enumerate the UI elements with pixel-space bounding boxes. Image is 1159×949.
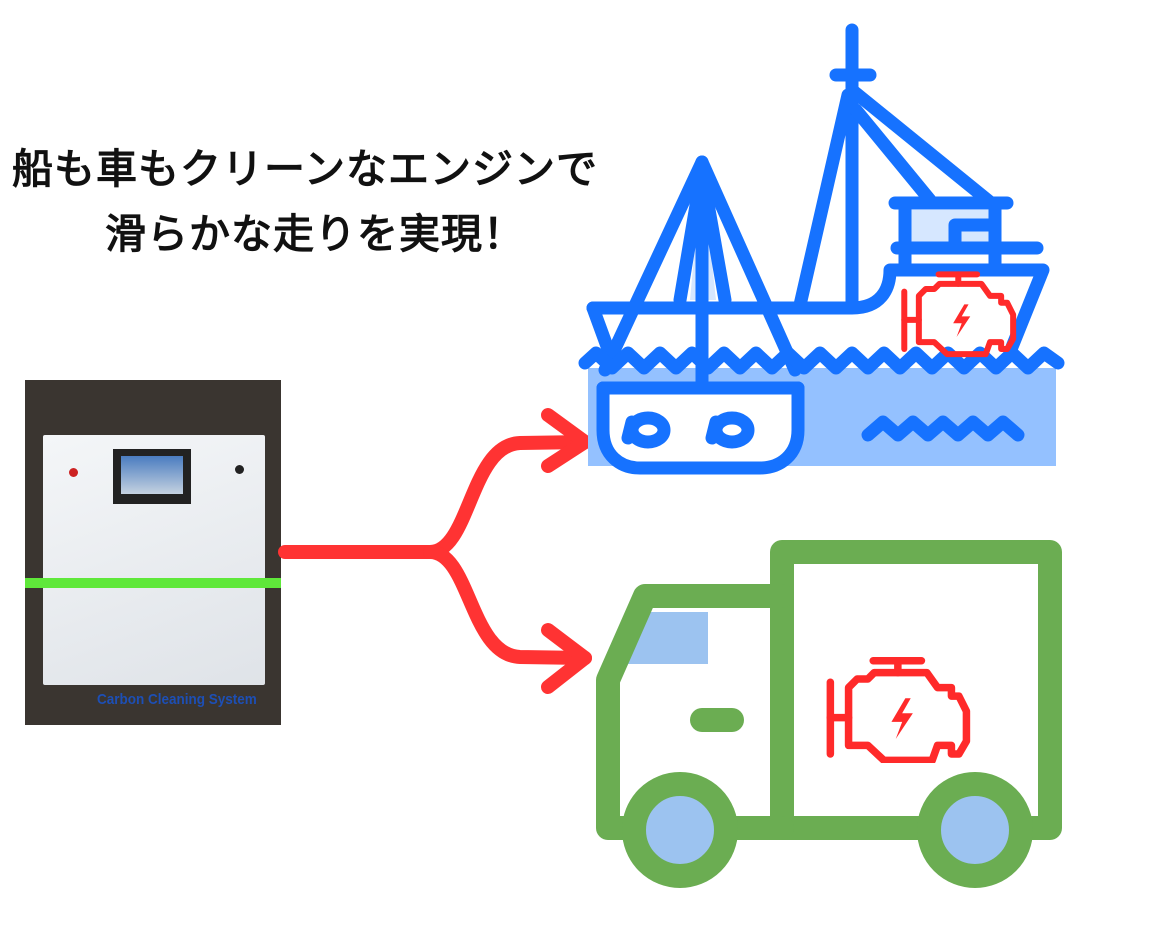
red-button xyxy=(69,468,78,477)
headline-line-1: 船も車もクリーンなエンジンで xyxy=(12,145,598,193)
touch-screen xyxy=(113,449,191,504)
fishing-boat-icon xyxy=(578,23,1065,475)
headline-line-2: 滑らかな走りを実現！ xyxy=(105,210,525,258)
green-strap xyxy=(25,578,281,588)
knob xyxy=(235,465,244,474)
engine-icon xyxy=(830,661,966,761)
engine-icon xyxy=(904,274,1013,354)
rear-wheel xyxy=(917,772,1033,888)
front-wheel xyxy=(622,772,738,888)
cabinet-label: Carbon Cleaning System xyxy=(97,691,257,708)
branch-arrow-icon xyxy=(278,408,592,694)
truck-icon xyxy=(596,540,1062,888)
carbon-cleaning-system-photo: Carbon Cleaning System xyxy=(25,380,281,725)
cabinet: Carbon Cleaning System xyxy=(43,435,265,708)
